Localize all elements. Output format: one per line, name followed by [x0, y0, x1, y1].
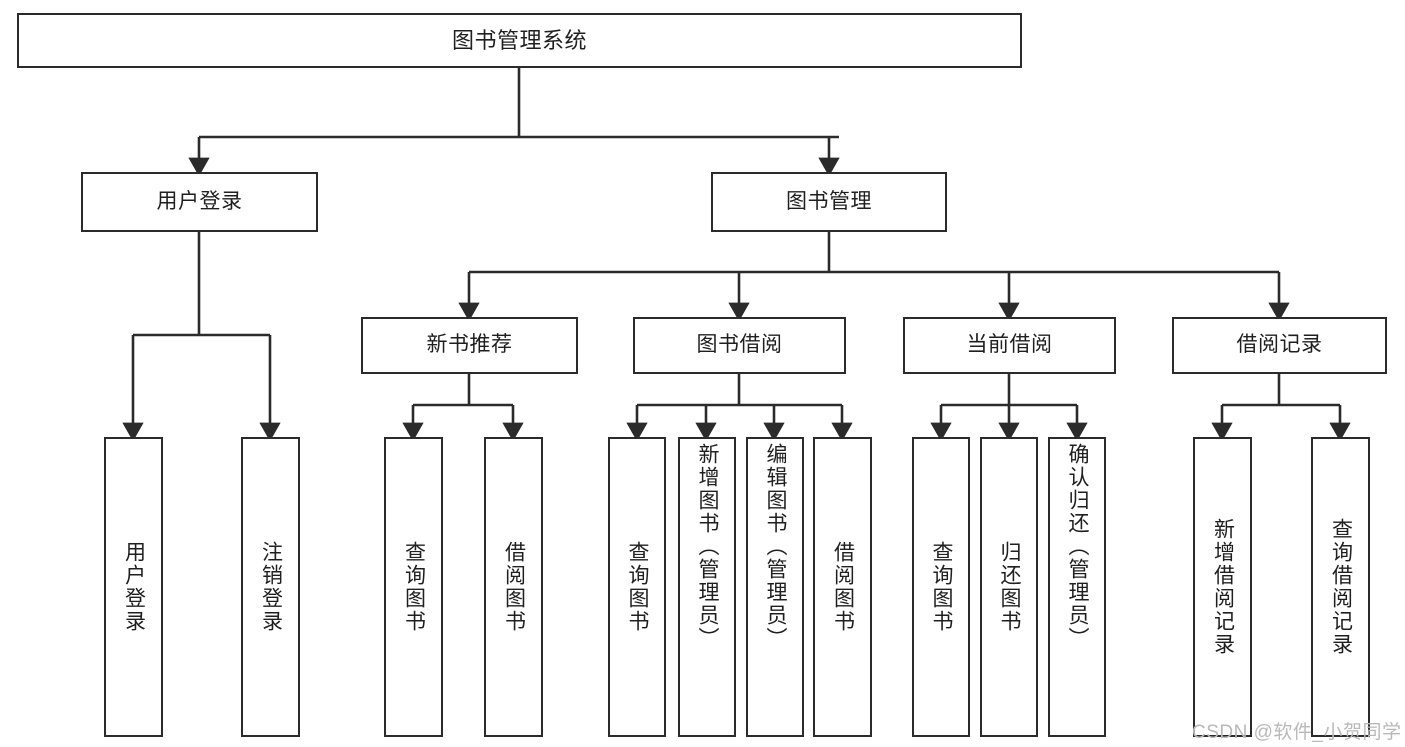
- leaf-current-borrow-query-books[interactable]: 查询图书: [912, 437, 970, 737]
- node-label: 查询借阅记录: [1329, 518, 1353, 656]
- node-book-management[interactable]: 图书管理: [711, 172, 947, 232]
- node-label: 用户登录: [122, 541, 146, 633]
- leaf-new-book-borrow-books[interactable]: 借阅图书: [484, 437, 543, 737]
- leaf-borrow-record-query-record[interactable]: 查询借阅记录: [1311, 437, 1370, 737]
- node-label: 归还图书: [998, 541, 1022, 633]
- leaf-new-book-query-books[interactable]: 查询图书: [384, 437, 443, 737]
- node-root-book-management-system[interactable]: 图书管理系统: [17, 13, 1022, 68]
- node-label: 借阅图书: [502, 541, 526, 633]
- leaf-book-borrow-borrow-books[interactable]: 借阅图书: [813, 437, 872, 737]
- leaf-current-borrow-return-books[interactable]: 归还图书: [980, 437, 1038, 737]
- node-label: 当前借阅: [966, 333, 1053, 357]
- node-user-login[interactable]: 用户登录: [81, 172, 318, 232]
- leaf-user-login-login[interactable]: 用户登录: [104, 437, 163, 737]
- csdn-watermark: CSDN @软件_小贺同学: [1192, 722, 1402, 743]
- node-label: 新增图书（管理员）: [696, 443, 720, 650]
- node-borrow-record[interactable]: 借阅记录: [1172, 317, 1387, 374]
- leaf-book-borrow-query-books[interactable]: 查询图书: [608, 437, 666, 737]
- node-label: 新书推荐: [426, 333, 513, 357]
- node-label: 用户登录: [156, 189, 243, 213]
- node-label: 图书管理系统: [451, 27, 587, 53]
- leaf-user-login-logout[interactable]: 注销登录: [241, 437, 300, 737]
- node-label: 图书管理: [786, 189, 872, 213]
- leaf-book-borrow-add-book-admin[interactable]: 新增图书（管理员）: [678, 437, 736, 737]
- node-label: 图书借阅: [696, 333, 783, 357]
- leaf-book-borrow-edit-book-admin[interactable]: 编辑图书（管理员）: [746, 437, 804, 737]
- leaf-current-borrow-confirm-return-admin[interactable]: 确认归还（管理员）: [1048, 437, 1106, 737]
- node-label: 确认归还（管理员）: [1066, 443, 1090, 650]
- node-label: 借阅记录: [1236, 333, 1323, 357]
- node-label: 查询图书: [930, 541, 954, 633]
- node-label: 注销登录: [259, 541, 283, 633]
- node-label: 借阅图书: [831, 541, 855, 633]
- node-label: 编辑图书（管理员）: [764, 443, 788, 650]
- node-book-borrow[interactable]: 图书借阅: [633, 317, 846, 374]
- node-new-book-recommend[interactable]: 新书推荐: [361, 317, 578, 374]
- node-label: 查询图书: [626, 541, 650, 633]
- leaf-borrow-record-add-record[interactable]: 新增借阅记录: [1193, 437, 1252, 737]
- node-current-borrow[interactable]: 当前借阅: [903, 317, 1116, 374]
- node-label: 新增借阅记录: [1211, 518, 1235, 656]
- node-label: 查询图书: [402, 541, 426, 633]
